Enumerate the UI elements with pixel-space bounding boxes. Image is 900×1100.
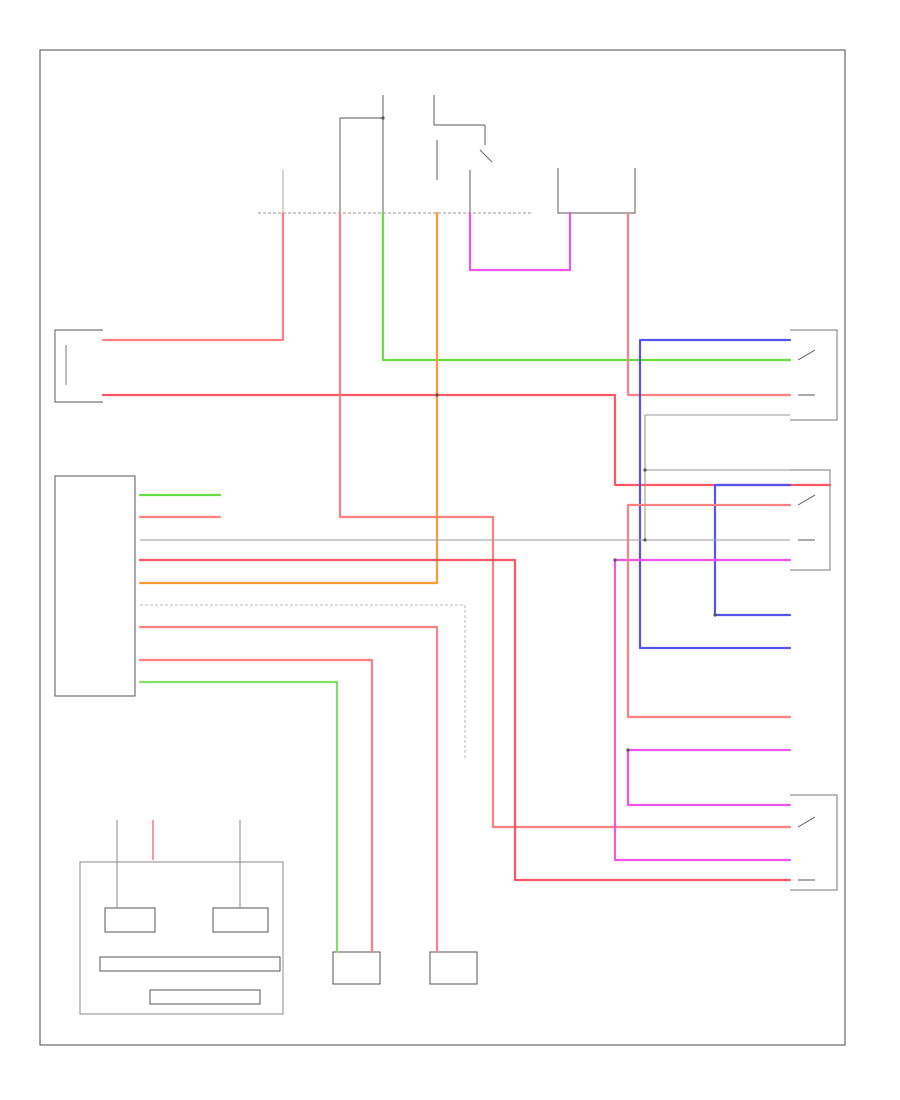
right-component-1 — [790, 329, 838, 421]
diagram-frame — [39, 49, 846, 1046]
wire-red-right-drop — [626, 211, 792, 397]
ecm-box — [54, 475, 136, 697]
module-bar-2 — [149, 989, 261, 1005]
top-right-component — [557, 168, 636, 214]
wire-green-switch — [381, 211, 792, 362]
fuse-block — [282, 95, 493, 213]
wire-green-relay-a — [138, 680, 339, 954]
junction-dots — [381, 116, 717, 752]
right-switch-contacts — [797, 349, 816, 881]
module-bar — [99, 956, 281, 972]
wire-red-main — [101, 393, 832, 487]
relay-a-box — [332, 951, 381, 985]
wire-orange — [138, 211, 439, 585]
sensor-box-2 — [212, 907, 269, 933]
wire-red-ecm — [138, 558, 792, 882]
wire-gray — [140, 414, 790, 541]
right-component-2 — [790, 469, 831, 571]
battery-bracket — [54, 329, 103, 403]
wire-magenta-low — [613, 558, 792, 862]
sensor-box-1 — [104, 907, 156, 933]
wire-blue-loop — [638, 338, 792, 650]
relay-b-box — [429, 951, 478, 985]
wire-red-right-low — [626, 503, 792, 719]
wire-magenta-top — [468, 211, 572, 272]
right-component-3 — [790, 794, 838, 891]
wire-red-relay-a — [138, 658, 374, 954]
wire-red-long — [338, 211, 792, 829]
wire-red-battery-feed — [101, 211, 285, 342]
wire-red-relay-b — [138, 625, 439, 954]
control-module-box — [79, 861, 284, 1015]
wire-gray-dashed — [140, 604, 466, 760]
